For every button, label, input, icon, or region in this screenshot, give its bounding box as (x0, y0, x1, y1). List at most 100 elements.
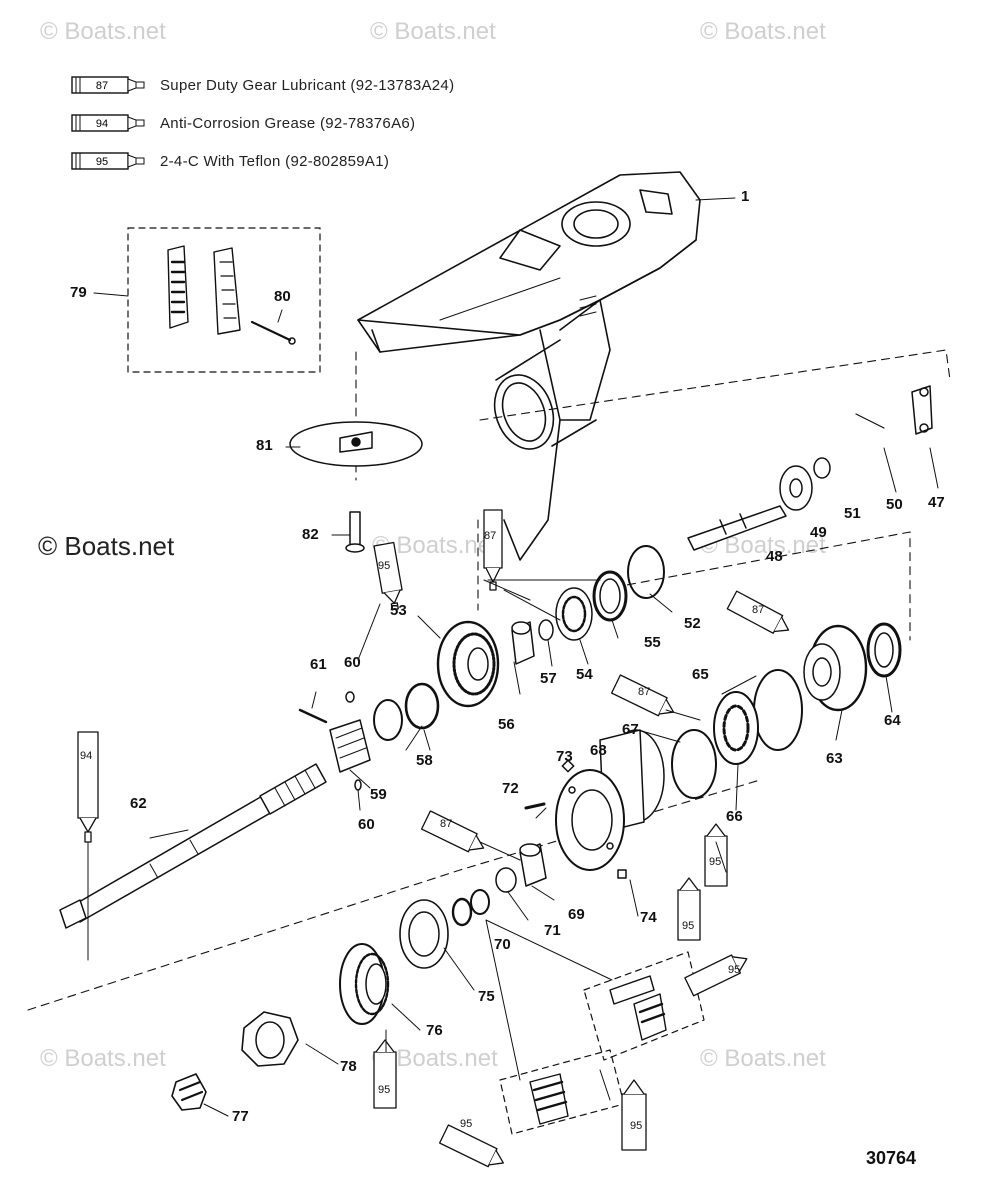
callout-60-top: 60 (344, 654, 361, 671)
callout-56: 56 (498, 716, 515, 733)
watermark-mid-left: © Boats.net (38, 531, 175, 561)
callout-81: 81 (256, 437, 273, 454)
callout-73: 73 (556, 748, 573, 765)
grease-tubes (77, 509, 790, 1168)
race-55 (592, 570, 628, 622)
callout-51: 51 (844, 505, 861, 522)
callout-82: 82 (302, 526, 319, 543)
tab-73 (561, 759, 575, 773)
callout-76: 76 (426, 1022, 443, 1039)
tab-washer-78 (241, 1011, 299, 1067)
watermark-bottom-left: © Boats.net (40, 1045, 166, 1072)
gear-63 (803, 624, 868, 712)
callout-47: 47 (928, 494, 945, 511)
callout-48: 48 (766, 548, 783, 565)
tube-label: 95 (378, 560, 391, 572)
anode-pair (167, 245, 241, 335)
legend-item-teflon: 95 2-4-C With Teflon (92-802859A1) (70, 148, 389, 174)
cover-81 (289, 421, 423, 467)
clutch-59 (329, 719, 371, 773)
tube-code: 94 (96, 118, 108, 130)
callout-63: 63 (826, 750, 843, 767)
retainer-71 (495, 867, 517, 893)
callout-65: 65 (692, 666, 709, 683)
tube-code: 87 (96, 80, 108, 92)
callout-52: 52 (684, 615, 701, 632)
tube-label: 95 (378, 1084, 391, 1096)
bushing-51 (813, 457, 831, 479)
lubricant-tube-icon: 95 (71, 152, 145, 170)
callout-62: 62 (130, 795, 147, 812)
legend-text: 2-4-C With Teflon (92-802859A1) (160, 152, 390, 170)
bearing-66 (713, 691, 759, 765)
callout-67: 67 (622, 721, 639, 738)
bearing-54 (555, 587, 593, 641)
tube-label: 95 (728, 964, 741, 976)
legend-text: Anti-Corrosion Grease (92-78376A6) (160, 114, 416, 132)
callout-77: 77 (232, 1108, 249, 1125)
tool-kit-boxes (499, 951, 705, 1135)
kit-box-79 (127, 227, 321, 373)
retainer-nut-76 (339, 943, 390, 1025)
callout-70: 70 (494, 936, 511, 953)
tube-label: 95 (630, 1120, 643, 1132)
tube-label: 87 (638, 686, 651, 698)
tube-label: 94 (80, 750, 93, 762)
gear-53 (436, 620, 500, 708)
callout-59: 59 (370, 786, 387, 803)
rings-58 (373, 682, 440, 741)
leader-lines (87, 579, 893, 1117)
callout-55: 55 (644, 634, 661, 651)
spring-60-bottom (354, 779, 362, 791)
o-ring-67 (671, 729, 717, 799)
gear-housing (357, 171, 701, 561)
callout-74: 74 (640, 909, 657, 926)
tube-label: 95 (709, 856, 722, 868)
watermark-top-center: © Boats.net (370, 18, 496, 45)
tube-label: 87 (752, 604, 765, 616)
tube-label: 87 (484, 530, 497, 542)
spring-60-top (345, 691, 355, 703)
washers-70 (451, 889, 490, 927)
callout-53: 53 (390, 602, 407, 619)
legend-item-anti-corrosion: 94 Anti-Corrosion Grease (92-78376A6) (70, 110, 415, 136)
bolt-82 (345, 511, 365, 553)
tube-code: 95 (96, 156, 108, 168)
gear-49 (779, 465, 813, 511)
callout-78: 78 (340, 1058, 357, 1075)
tool-parts (529, 975, 667, 1125)
shaft-48 (687, 505, 787, 551)
prop-nut-77 (171, 1073, 207, 1111)
callout-71: 71 (544, 922, 561, 939)
callout-58: 58 (416, 752, 433, 769)
pin-50 (855, 413, 885, 429)
key-74 (617, 869, 627, 879)
ring-52 (627, 545, 665, 599)
lubricant-tube-icon: 87 (71, 76, 145, 94)
callout-49: 49 (810, 524, 827, 541)
bearing-69 (519, 843, 547, 887)
shim-65 (753, 669, 803, 751)
lubricant-tube-icon: 94 (71, 114, 145, 132)
watermark-top-left: © Boats.net (40, 18, 166, 45)
callout-75: 75 (478, 988, 495, 1005)
callout-68: 68 (590, 742, 607, 759)
pin-61 (298, 708, 328, 724)
callout-50: 50 (886, 496, 903, 513)
callout-60-bottom: 60 (358, 816, 375, 833)
shim-57 (538, 619, 554, 641)
watermark-top-right: © Boats.net (700, 18, 826, 45)
bearing-56 (511, 621, 535, 665)
callout-69: 69 (568, 906, 585, 923)
callout-54: 54 (576, 666, 593, 683)
tube-label: 95 (460, 1118, 473, 1130)
seal-64 (866, 622, 902, 678)
callout-72: 72 (502, 780, 519, 797)
tube-label: 95 (682, 920, 695, 932)
propeller-shaft-62 (59, 763, 327, 929)
bearing-carrier-68 (555, 729, 665, 871)
callout-64: 64 (884, 712, 901, 729)
lock-ring-75 (399, 899, 449, 969)
callout-80: 80 (274, 288, 291, 305)
